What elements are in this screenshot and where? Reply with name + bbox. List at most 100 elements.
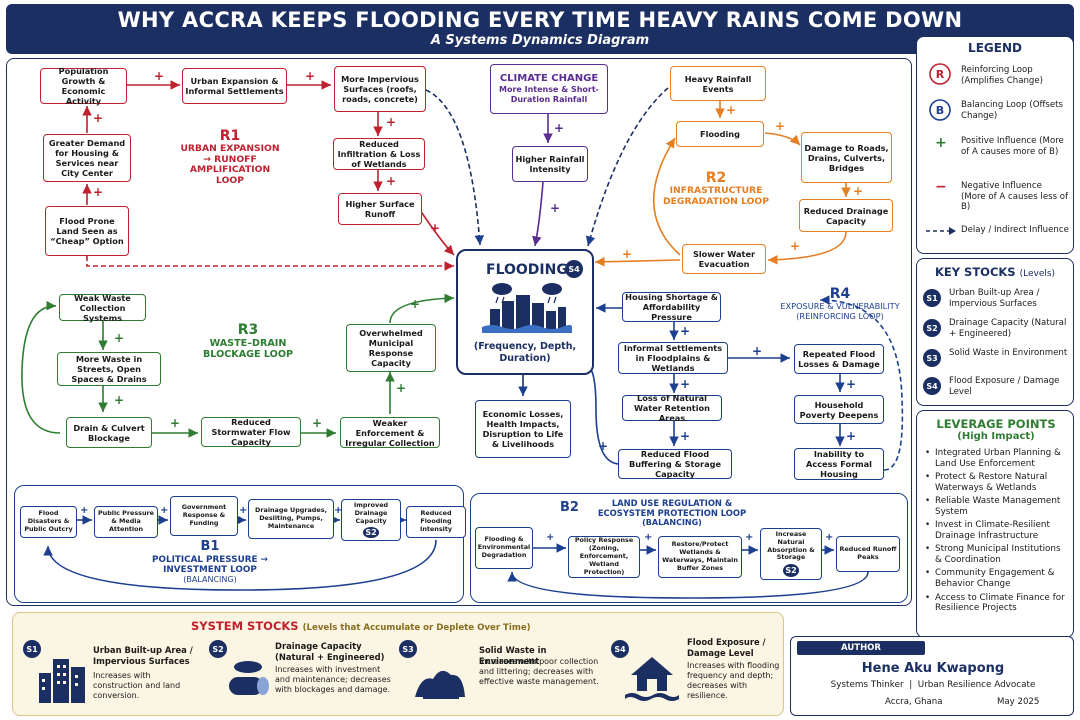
plus-sign: + <box>239 505 248 516</box>
r1-name: URBAN EXPANSION → RUNOFF AMPLIFICATION L… <box>180 143 280 186</box>
leverage-item: Integrated Urban Planning & Land Use Enf… <box>925 448 1067 469</box>
plus-sign: + <box>680 324 691 338</box>
stock-s4-title: Flood Exposure / Damage Level <box>687 637 766 658</box>
flooding-desc: (Frequency, Depth, Duration) <box>473 341 577 364</box>
node-loss-retention: Loss of Natural Water Retention Areas <box>622 393 722 423</box>
b1-node-drainage-upgrades: Drainage Upgrades, Desilting, Pumps, Mai… <box>248 499 334 539</box>
author-panel: AUTHOR Hene Aku Kwapong Systems Thinker … <box>790 636 1074 716</box>
legend-delay-text: Delay / Indirect Influence <box>961 225 1069 235</box>
stock-badge-s2: S2 <box>363 527 379 538</box>
plus-sign: + <box>305 69 316 83</box>
r4-loop-label: R4 EXPOSURE & VULNERABILITY (REINFORCING… <box>770 286 910 321</box>
waste-pile-icon <box>415 670 465 699</box>
b2-id: B2 <box>560 500 579 515</box>
plus-sign: + <box>550 201 561 215</box>
node-heavy-rainfall: Heavy Rainfall Events <box>670 66 766 101</box>
node-impervious-surfaces: More Impervious Surfaces (roofs, roads, … <box>334 66 426 112</box>
stock-badge-s3: S3 <box>399 640 417 658</box>
stock-s3-title: Solid Waste in Environment <box>479 645 547 666</box>
system-stocks-sub: (Levels that Accumulate or Deplete Over … <box>302 623 531 633</box>
stock-badge-s4: S4 <box>565 260 583 278</box>
author-heading: AUTHOR <box>841 643 881 653</box>
plus-sign: + <box>430 221 441 235</box>
plus-sign: + <box>80 505 89 516</box>
climate-title: CLIMATE CHANGE <box>499 73 599 85</box>
plus-sign: + <box>846 377 857 391</box>
plus-sign: + <box>170 416 181 430</box>
plus-sign: + <box>386 174 397 188</box>
r3-id: R3 <box>237 322 259 338</box>
stock-badge-s1: S1 <box>23 640 41 658</box>
plus-sign: + <box>846 429 857 443</box>
balancing-loop-icon: B <box>929 99 951 121</box>
b1-node-reduced-flooding: Reduced Flooding Intensity <box>406 506 466 538</box>
legend-negative-text: Negative Influence (More of A causes les… <box>961 181 1069 213</box>
plus-sign: + <box>790 239 801 253</box>
plus-sign: + <box>775 119 786 133</box>
stock-s3-desc: Increases with poor collection and litte… <box>479 657 599 686</box>
leverage-points-panel: LEVERAGE POINTS (High Impact) Integrated… <box>916 410 1074 638</box>
system-stocks-title: SYSTEM STOCKS <box>191 619 299 633</box>
stock-badge-s2: S2 <box>923 319 941 337</box>
plus-sign: + <box>752 344 763 358</box>
node-overwhelmed-municipal: Overwhelmed Municipal Response Capacity <box>346 324 436 372</box>
plus-sign: + <box>680 429 691 443</box>
leverage-item: Community Engagement & Behavior Change <box>925 568 1067 589</box>
leverage-item: Strong Municipal Institutions & Coordina… <box>925 544 1067 565</box>
plus-sign: + <box>160 505 169 516</box>
b2-node-flooding-degradation: Flooding & Environmental Degradation <box>475 527 533 569</box>
flooded-city-icon <box>482 283 572 333</box>
drainage-pipe-icon <box>229 661 269 695</box>
flooded-house-icon <box>625 657 679 701</box>
key-stocks-panel: KEY STOCKS (Levels) S1 Urban Built-up Ar… <box>916 258 1074 406</box>
key-stock-s4-text: Flood Exposure / Damage Level <box>949 376 1060 397</box>
stock-s2-desc: Increases with investment and maintenanc… <box>275 665 391 694</box>
plus-sign: + <box>680 377 691 391</box>
node-rainfall-intensity: Higher Rainfall Intensity <box>512 146 588 182</box>
r2-name: INFRASTRUCTURE DEGRADATION LOOP <box>663 185 769 207</box>
plus-sign: + <box>825 532 834 543</box>
node-inability-housing: Inability to Access Formal Housing <box>794 448 884 480</box>
stock-badge-s4: S4 <box>923 377 941 395</box>
plus-sign: + <box>396 381 407 395</box>
plus-sign: + <box>726 103 737 117</box>
key-stocks-sub: (Levels) <box>1019 269 1056 279</box>
r3-name: WASTE–DRAIN BLOCKAGE LOOP <box>202 338 294 361</box>
stock-badge-s1: S1 <box>923 289 941 307</box>
b1-sub: (BALANCING) <box>183 575 237 585</box>
node-infrastructure-damage: Damage to Roads, Drains, Culverts, Bridg… <box>801 132 892 183</box>
author-date: May 2025 <box>997 697 1040 707</box>
stock-s2-title: Drainage Capacity (Natural + Engineered) <box>275 641 385 662</box>
stock-s4-desc: Increases with flooding frequency and de… <box>687 661 780 700</box>
node-housing-shortage: Housing Shortage & Affordability Pressur… <box>622 292 721 322</box>
node-flood-prone-land: Flood Prone Land Seen as “Cheap” Option <box>45 206 129 256</box>
b2-node-natural-absorption: Increase Natural Absorption & Storage S2 <box>760 528 822 580</box>
key-stock-s3-text: Solid Waste in Environment <box>949 348 1068 358</box>
node-reduced-infiltration: Reduced Infiltration & Loss of Wetlands <box>333 138 425 170</box>
b2-loop-label: B2 LAND USE REGULATION & ECOSYSTEM PROTE… <box>560 498 760 528</box>
plus-sign: + <box>853 184 864 198</box>
buildings-icon <box>39 659 85 703</box>
legend-reinforcing-text: Reinforcing Loop (Amplifies Change) <box>961 65 1043 86</box>
b1-node-public-pressure: Public Pressure & Media Attention <box>94 506 158 538</box>
node-weak-waste: Weak Waste Collection Systems <box>59 293 146 323</box>
header-banner: WHY ACCRA KEEPS FLOODING EVERY TIME HEAV… <box>6 4 1074 54</box>
node-population-growth: Population Growth & Economic Activity <box>40 66 127 106</box>
plus-sign: + <box>644 532 653 543</box>
leverage-sub: (High Impact) <box>957 431 1035 442</box>
r4-id: R4 <box>829 286 851 302</box>
plus-sign: + <box>334 505 343 516</box>
node-housing-demand: Greater Demand for Housing & Services ne… <box>43 134 131 182</box>
node-r2-flooding: Flooding <box>676 121 764 147</box>
stock-badge-s2: S2 <box>783 564 799 577</box>
plus-sign: + <box>622 247 633 261</box>
plus-sign: + <box>386 115 397 129</box>
stock-badge-s2: S2 <box>209 640 227 658</box>
node-repeated-losses: Repeated Flood Losses & Damage <box>794 344 884 374</box>
author-name: Hene Aku Kwapong <box>861 661 1005 676</box>
stock-s1-desc: Increases with construction and land con… <box>93 671 181 700</box>
plus-sign: + <box>114 393 125 407</box>
leverage-item: Invest in Climate-Resilient Drainage Inf… <box>925 520 1067 541</box>
page-subtitle: A Systems Dynamics Diagram <box>430 33 650 48</box>
b2-sub: (BALANCING) <box>642 518 702 528</box>
